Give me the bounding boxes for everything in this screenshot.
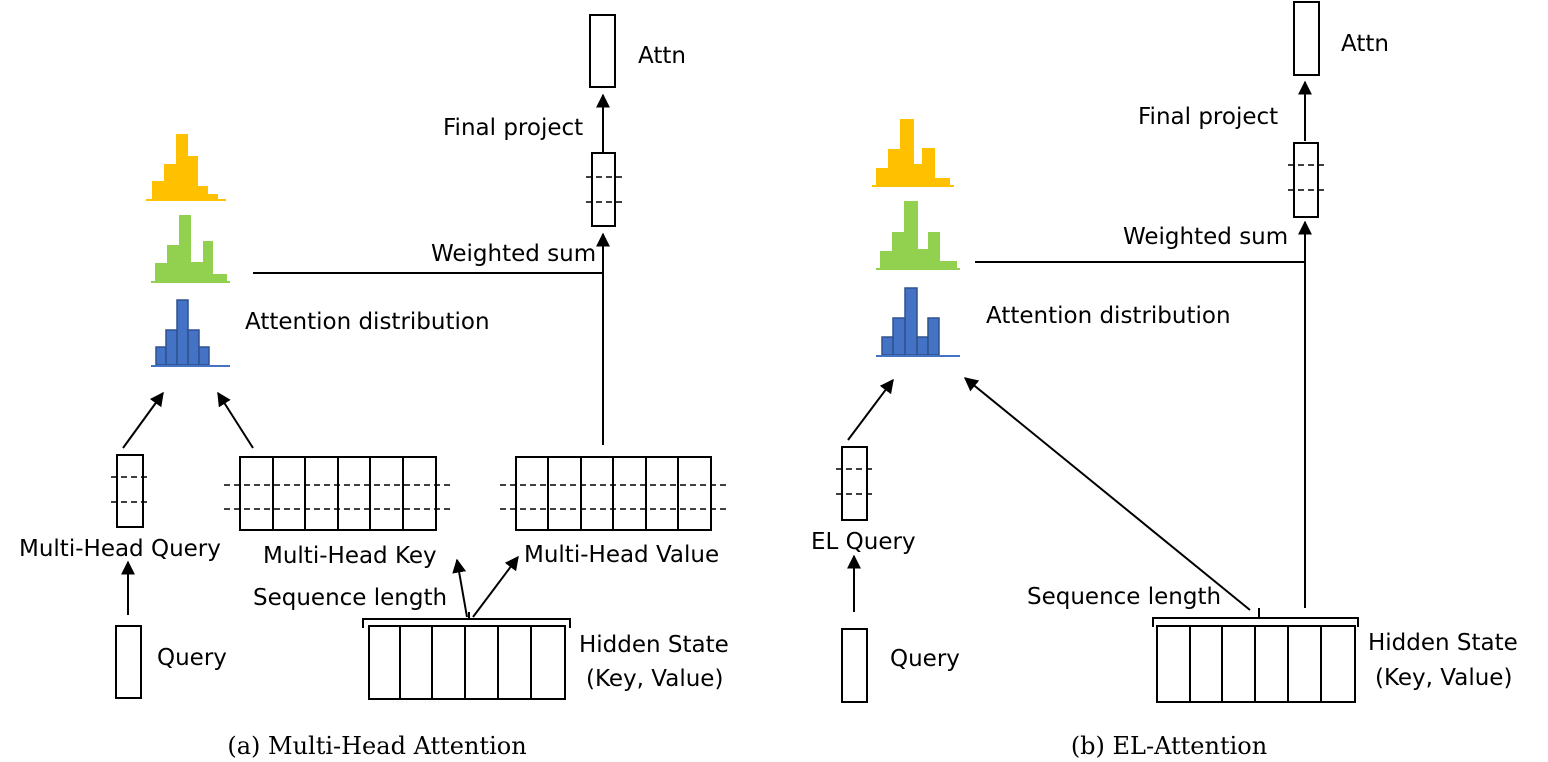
hist-bar [881, 336, 894, 356]
attn-output-box [589, 14, 616, 88]
multi-head-key-grid [224, 456, 452, 531]
hist-bar [179, 215, 191, 281]
hist-bar [203, 241, 213, 281]
panel-el-attention: Attn Final project Weighted sum [811, 1, 1518, 760]
hist-bar [928, 232, 940, 268]
panel-b-caption: (b) EL-Attention [1071, 732, 1267, 760]
query-label: Query [157, 645, 227, 671]
hist-bar [892, 232, 904, 268]
el-query-label: EL Query [811, 529, 916, 555]
hist-bar [888, 149, 900, 185]
hist-bar [191, 262, 203, 281]
hist-bar [904, 287, 918, 356]
attention-histogram-blue [151, 299, 230, 367]
sequence-length-label: Sequence length [253, 585, 447, 611]
attention-histogram-yellow [146, 134, 226, 201]
hist-bar [927, 317, 940, 356]
multi-head-query-box [116, 454, 144, 528]
hidden-state-grid [362, 612, 571, 700]
hidden-state-label: Hidden State [1368, 630, 1518, 656]
attention-histogram-yellow [872, 119, 954, 187]
hist-bar [198, 346, 210, 366]
hist-bar [914, 164, 922, 185]
attention-histogram-blue [876, 287, 960, 357]
hist-bar [940, 261, 957, 268]
query-label: Query [890, 646, 960, 672]
hist-bar [876, 168, 888, 185]
panel-a-caption: (a) Multi-Head Attention [227, 732, 526, 760]
hidden-state-sublabel: (Key, Value) [586, 666, 723, 692]
hidden-to-value-arrow [472, 555, 519, 618]
hist-bar [164, 164, 176, 199]
attention-histogram-green [151, 215, 230, 283]
sequence-length-brace [362, 612, 571, 628]
hist-bar [176, 134, 188, 199]
hist-bar [165, 329, 178, 366]
hidden-to-distribution-arrow [963, 377, 1251, 611]
attn-label: Attn [638, 43, 686, 69]
hist-bar [904, 201, 918, 268]
panel-multi-head-attention: Attn Final project Weighted sum [19, 14, 729, 760]
multi-head-key-label: Multi-Head Key [263, 543, 437, 569]
multi-head-value-label: Multi-Head Value [524, 542, 719, 568]
hist-bar [213, 274, 227, 281]
attn-label: Attn [1341, 31, 1389, 57]
hist-bar [892, 317, 906, 356]
hist-bar [918, 249, 928, 268]
el-query-to-distribution-arrow [847, 378, 894, 441]
key-to-distribution-arrow [217, 391, 254, 449]
weighted-sum-label: Weighted sum [1123, 224, 1288, 250]
hist-bar [198, 186, 208, 199]
weighted-sum-box [591, 152, 616, 227]
multi-head-value-grid [500, 456, 727, 531]
hist-bar [155, 263, 167, 281]
hist-bar [922, 148, 935, 185]
hist-bar [935, 178, 950, 185]
sequence-length-brace [1152, 608, 1359, 627]
hist-bar [900, 119, 914, 185]
weighted-sum-label: Weighted sum [431, 241, 596, 267]
el-query-box [841, 446, 868, 521]
hidden-state-frame [368, 625, 566, 700]
hidden-state-grid [1152, 608, 1359, 703]
weighted-sum-box [1293, 142, 1319, 218]
sequence-length-label: Sequence length [1027, 584, 1221, 610]
hist-bar [187, 329, 200, 366]
attention-distribution-label: Attention distribution [986, 303, 1231, 329]
hist-bar [916, 336, 929, 356]
query-box [841, 628, 868, 703]
hist-bar [208, 194, 218, 199]
query-box [115, 625, 142, 699]
hist-bar [176, 299, 189, 366]
final-project-label: Final project [443, 115, 583, 141]
hidden-state-label: Hidden State [579, 632, 729, 658]
final-project-label: Final project [1138, 104, 1278, 130]
hist-bar [188, 156, 198, 199]
hist-bar [152, 181, 164, 199]
multi-head-query-label: Multi-Head Query [19, 536, 221, 562]
hidden-state-sublabel: (Key, Value) [1375, 665, 1512, 691]
attention-histogram-green [876, 201, 960, 270]
hidden-to-key-arrow [452, 558, 468, 618]
attn-output-box [1293, 1, 1320, 76]
hist-bar [155, 346, 167, 366]
hist-bar [167, 245, 179, 281]
attention-distribution-label: Attention distribution [245, 309, 490, 335]
hist-bar [880, 251, 892, 268]
query-to-distribution-arrow [122, 391, 164, 449]
